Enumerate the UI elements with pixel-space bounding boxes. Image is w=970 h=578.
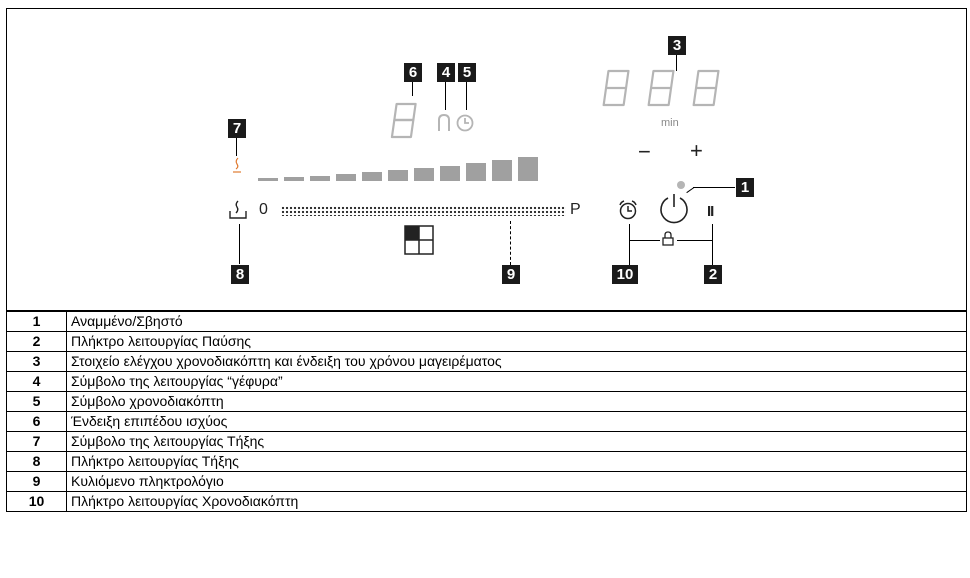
lock-icon [661,231,675,247]
power-level-bars [258,155,558,190]
power-bar [466,163,486,181]
callout-1: 1 [736,178,754,197]
legend-number: 1 [6,311,67,332]
bridge-function-icon [436,113,452,133]
timer-symbol-icon [455,113,475,133]
leader-line-4 [445,82,446,110]
lock-bracket-bottom-left [629,240,660,241]
callout-7: 7 [228,119,246,138]
legend-text: Κυλιόμενο πληκτρολόγιο [66,471,967,492]
callout-4: 4 [437,63,455,82]
legend-text: Σύμβολο χρονοδιακόπτη [66,391,967,412]
legend-text: Πλήκτρο λειτουργίας Παύσης [66,331,967,352]
leader-line-10 [629,241,630,265]
legend-text: Στοιχείο ελέγχου χρονοδιακόπτη και ένδει… [66,351,967,372]
alarm-clock-icon[interactable] [617,199,639,221]
legend-number: 7 [6,431,67,452]
power-bar [518,157,538,181]
lock-bracket-left [629,224,630,240]
leader-line-2 [712,241,713,265]
power-slider[interactable] [281,206,566,216]
power-bar [414,168,434,181]
legend-number: 9 [6,471,67,492]
callout-10: 10 [612,265,638,284]
leader-line-3 [676,55,677,71]
melt-key-icon[interactable] [229,199,247,221]
callout-2: 2 [704,265,722,284]
power-bar [388,170,408,181]
cooking-zone-selector-icon[interactable] [404,225,434,255]
power-bar [492,160,512,181]
callout-6: 6 [404,63,422,82]
callout-3: 3 [668,36,686,55]
legend-number: 5 [6,391,67,412]
timer-unit-label: min [661,117,679,129]
leader-line-8 [239,224,240,264]
leader-line-9 [510,221,511,265]
legend-number: 10 [6,491,67,512]
legend-text: Πλήκτρο λειτουργίας Χρονοδιακόπτη [66,491,967,512]
slider-start-label: 0 [259,201,268,218]
legend-number: 8 [6,451,67,472]
timer-display [599,67,739,112]
slider-end-label: P [570,201,581,218]
callout-9: 9 [502,265,520,284]
power-bar [284,177,304,181]
timer-minus-button[interactable]: − [638,139,651,164]
pause-button[interactable]: II [707,203,714,220]
legend-text: Σύμβολο της λειτουργίας Τήξης [66,431,967,452]
power-bar [258,178,278,181]
legend-number: 3 [6,351,67,372]
leader-line-5 [466,82,467,110]
callout-5: 5 [458,63,476,82]
callout-8: 8 [231,265,249,284]
legend-text: Αναμμένο/Σβηστό [66,311,967,332]
power-bar [362,172,382,181]
power-indicator-dot [676,180,686,190]
legend-number: 2 [6,331,67,352]
lock-bracket-right [712,224,713,240]
power-bar [440,166,460,181]
leader-line-6 [412,82,413,96]
legend-text: Σύμβολο της λειτουργίας “γέφυρα” [66,371,967,392]
leader-line-1 [693,187,735,188]
lock-bracket-bottom-right [677,240,713,241]
power-level-display [383,101,423,141]
power-bar [336,174,356,181]
melt-symbol-icon [232,157,242,173]
legend-text: Ένδειξη επιπέδου ισχύος [66,411,967,432]
legend-number: 6 [6,411,67,432]
leader-line-7 [236,138,237,156]
legend-number: 4 [6,371,67,392]
power-bar [310,176,330,181]
timer-plus-button[interactable]: + [690,138,703,163]
hob-control-panel: 6 4 5 3 [6,8,967,311]
legend-text: Πλήκτρο λειτουργίας Τήξης [66,451,967,472]
power-icon[interactable] [656,191,692,227]
